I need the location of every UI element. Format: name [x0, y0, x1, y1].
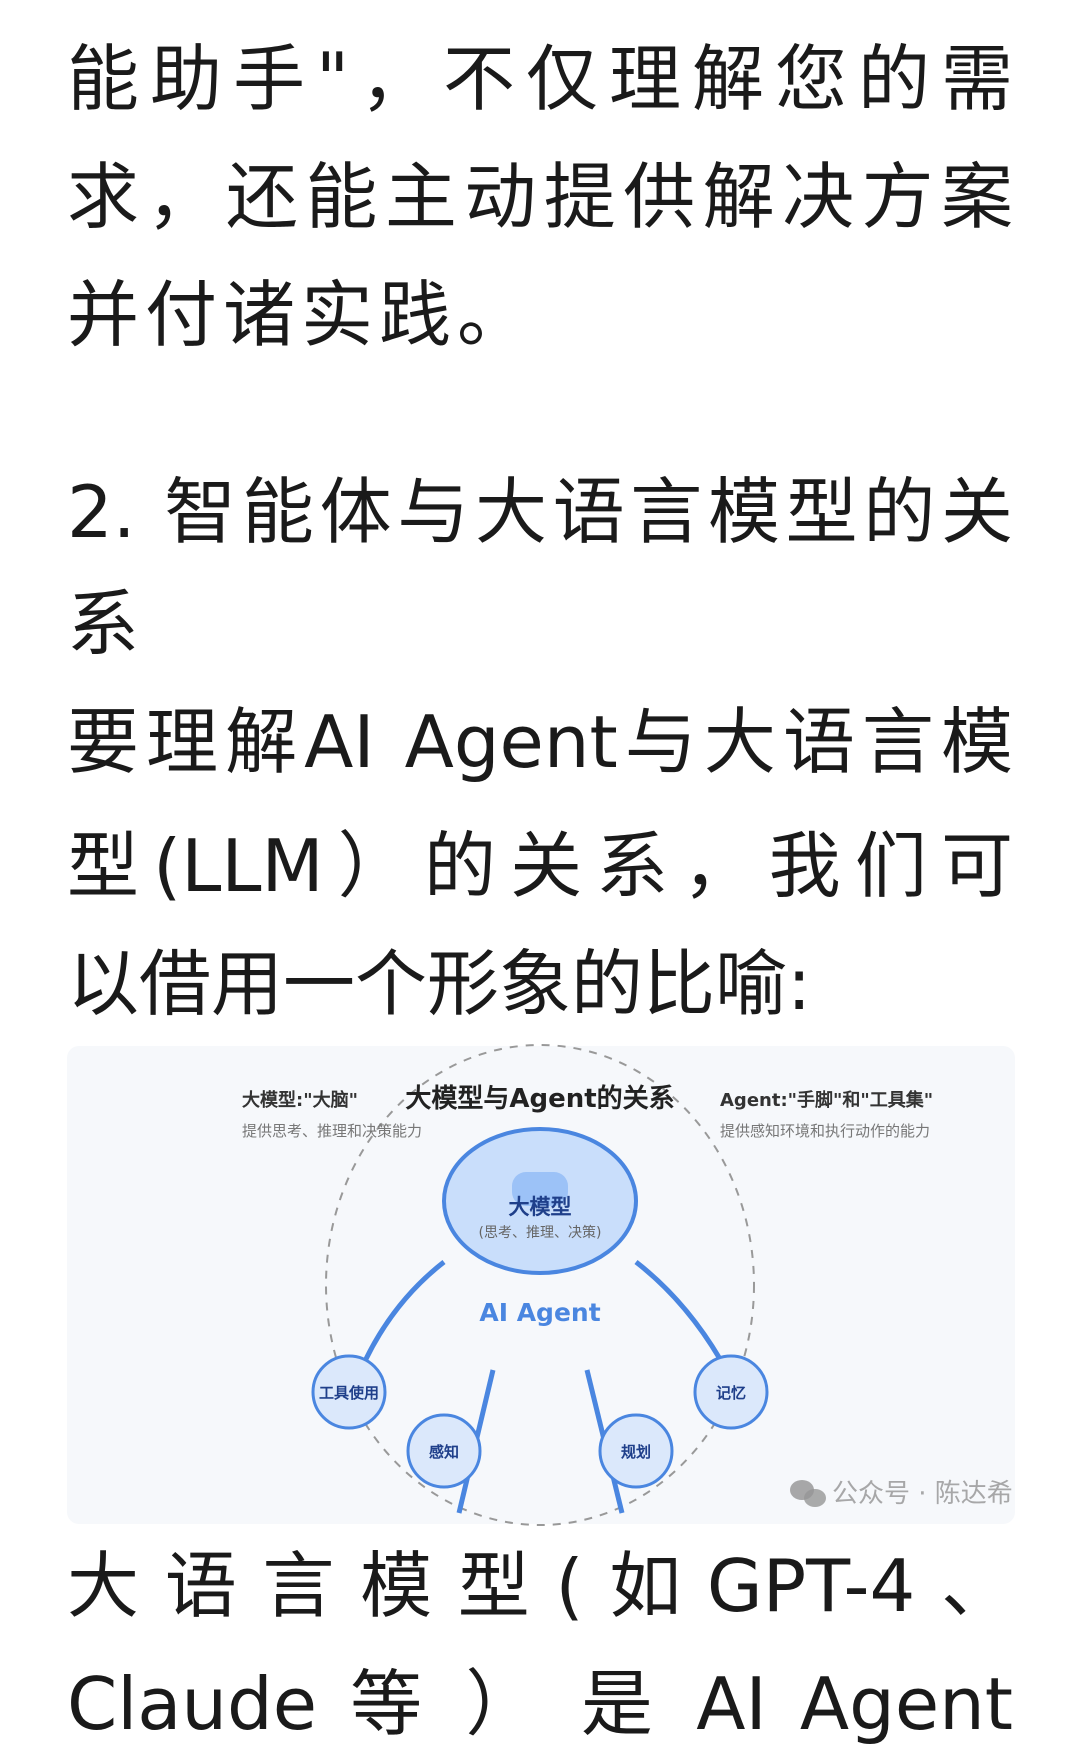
- highlight: [512, 1172, 568, 1206]
- watermark-text: 公众号 · 陈达希: [832, 1479, 1013, 1509]
- wechat-icon: [790, 1480, 826, 1508]
- article-line: 并付诸实践。: [67, 273, 536, 357]
- node-tool-use: 工具使用: [311, 1354, 387, 1430]
- svg-text:规划: 规划: [621, 1443, 651, 1461]
- agent-label: AI Agent: [479, 1298, 600, 1327]
- right-label: Agent:"手脚"和"工具集": [720, 1089, 933, 1111]
- article-line: 能助手"，不仅理解您的需: [67, 37, 1013, 121]
- core-sub: (思考、推理、决策): [479, 1224, 602, 1241]
- article-line: 型(LLM）的关系，我们可: [67, 824, 1013, 908]
- core-label: 大模型: [509, 1195, 572, 1219]
- article-line: 大语言模型(如GPT-4、: [67, 1544, 1013, 1628]
- relationship-diagram: 大模型与Agent的关系 大模型:"大脑" 提供思考、推理和决策能力 Agent…: [67, 1044, 1015, 1526]
- node-perception: 感知: [406, 1413, 482, 1489]
- left-sub: 提供思考、推理和决策能力: [242, 1122, 422, 1140]
- node-planning: 规划: [598, 1413, 674, 1489]
- watermark: 公众号 · 陈达希: [790, 1478, 1013, 1510]
- connector: [363, 1260, 446, 1361]
- svg-text:工具使用: 工具使用: [319, 1384, 379, 1402]
- article-line: 求，还能主动提供解决方案: [67, 155, 1013, 239]
- section-heading: 2. 智能体与大语言模型的关: [67, 470, 1013, 554]
- article-line: 要理解AI Agent与大语言模: [67, 700, 1013, 784]
- right-sub: 提供感知环境和执行动作的能力: [720, 1122, 930, 1140]
- agent-boundary: [325, 1044, 755, 1526]
- svg-text:感知: 感知: [429, 1443, 459, 1461]
- node-memory: 记忆: [693, 1354, 769, 1430]
- section-heading: 系: [67, 582, 140, 666]
- left-label: 大模型:"大脑": [242, 1089, 358, 1111]
- connector: [634, 1260, 723, 1361]
- article-line: 以借用一个形象的比喻:: [67, 942, 812, 1026]
- svg-text:记忆: 记忆: [716, 1384, 746, 1402]
- diagram-title: 大模型与Agent的关系: [405, 1083, 674, 1114]
- article-line: Claude 等 ） 是 AI Agent: [67, 1662, 1013, 1746]
